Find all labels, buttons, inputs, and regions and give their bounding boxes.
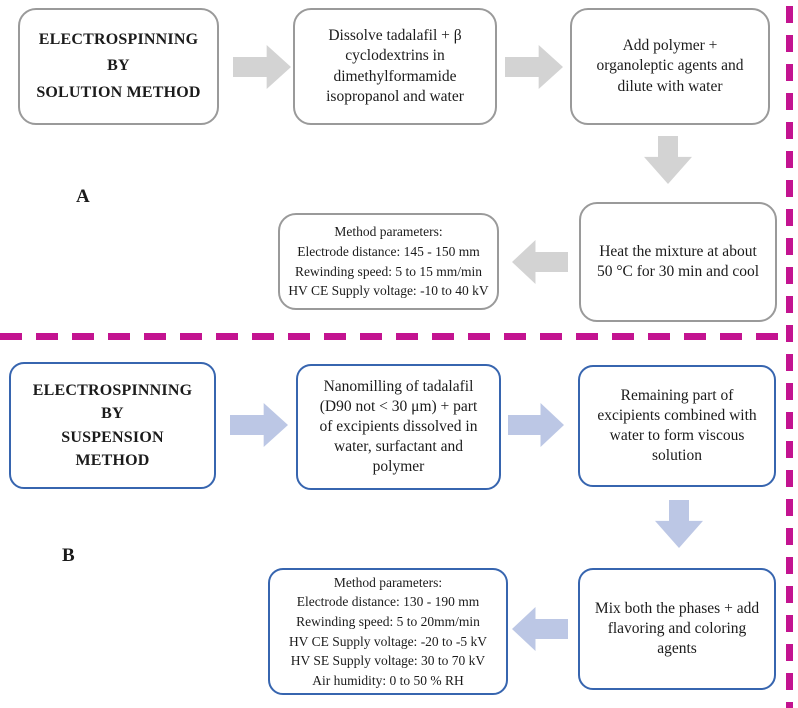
heat-step-text: Heat the mixture at about 50 °C for 30 m…: [596, 242, 760, 280]
horizontal-dashed-divider: [0, 333, 786, 340]
suspension-method-parameters-box: Method parameters: Electrode distance: 1…: [268, 568, 508, 695]
panel-b-label: B: [62, 545, 75, 566]
solution-method-title-box: ELECTROSPINNING BY SOLUTION METHOD: [18, 8, 219, 125]
heat-step-box: Heat the mixture at about 50 °C for 30 m…: [579, 202, 777, 322]
arrow-left-icon: [512, 607, 568, 651]
dissolve-step-box: Dissolve tadalafil + β cyclodextrins in …: [293, 8, 497, 125]
arrow-right-icon: [508, 403, 564, 447]
remaining-excipients-step-box: Remaining part of excipients combined wi…: [578, 365, 776, 487]
solution-method-parameters-text: Method parameters: Electrode distance: 1…: [288, 224, 489, 299]
nanomilling-step-box: Nanomilling of tadalafil (D90 not < 30 μ…: [296, 364, 501, 490]
solution-method-parameters-box: Method parameters: Electrode distance: 1…: [278, 213, 499, 310]
vertical-dashed-divider: [786, 6, 793, 708]
mix-phases-step-text: Mix both the phases + add flavoring and …: [594, 599, 760, 658]
arrow-right-icon: [233, 45, 291, 89]
suspension-method-title-box: ELECTROSPINNING BY SUSPENSION METHOD: [9, 362, 216, 489]
arrow-right-icon: [505, 45, 563, 89]
arrow-down-icon: [655, 500, 703, 548]
dissolve-step-text: Dissolve tadalafil + β cyclodextrins in …: [326, 27, 464, 105]
add-polymer-step-box: Add polymer + organoleptic agents and di…: [570, 8, 770, 125]
solution-method-title-text: ELECTROSPINNING BY SOLUTION METHOD: [36, 30, 201, 101]
remaining-excipients-step-text: Remaining part of excipients combined wi…: [597, 386, 757, 465]
mix-phases-step-box: Mix both the phases + add flavoring and …: [578, 568, 776, 690]
add-polymer-step-text: Add polymer + organoleptic agents and di…: [596, 37, 744, 95]
panel-a-label: A: [76, 186, 90, 207]
suspension-method-title-text: ELECTROSPINNING BY SUSPENSION METHOD: [32, 382, 193, 469]
arrow-down-icon: [644, 136, 692, 184]
arrow-right-icon: [230, 403, 288, 447]
suspension-method-parameters-text: Method parameters: Electrode distance: 1…: [288, 574, 488, 688]
arrow-left-icon: [512, 240, 568, 284]
nanomilling-step-text: Nanomilling of tadalafil (D90 not < 30 μ…: [319, 377, 478, 476]
